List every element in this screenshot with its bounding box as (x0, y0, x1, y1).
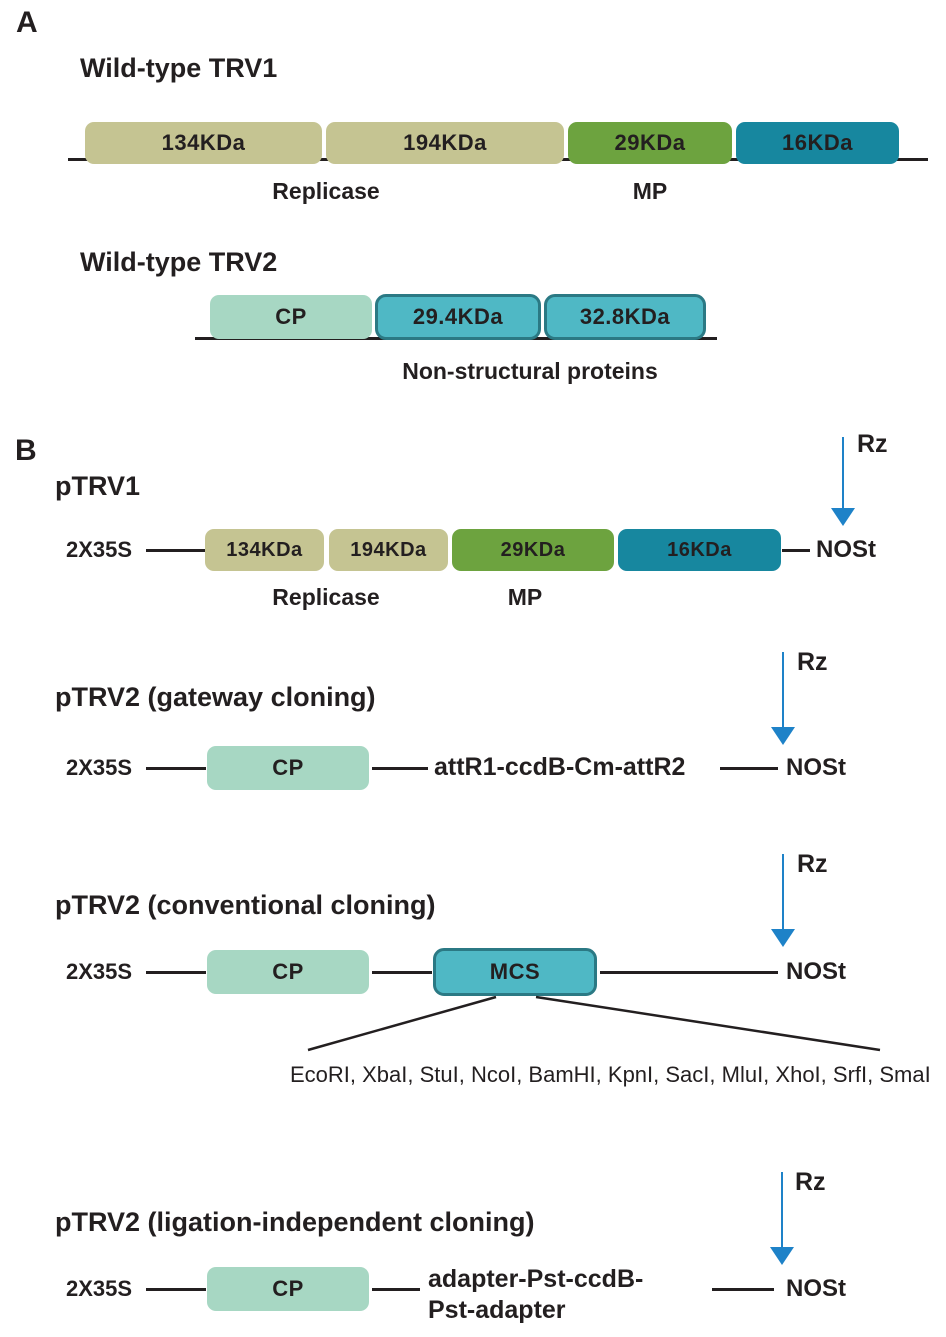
segment-label: 134KDa (226, 538, 303, 561)
segment-label: 194KDa (403, 130, 487, 155)
conventional-2x35s-label: 2X35S (66, 959, 133, 984)
trv1-replicase-label: Replicase (272, 178, 380, 204)
conventional-segment-cp: CP (207, 950, 369, 994)
ptrv1-segment-16kda: 16KDa (618, 529, 781, 571)
panel-a-label: A (16, 6, 38, 39)
trv2-nonstructural-label: Non-structural proteins (402, 358, 658, 384)
gateway-rz-arrowhead-icon (771, 727, 795, 745)
ptrv2-conventional-title: pTRV2 (conventional cloning) (55, 890, 436, 920)
lic-rz-arrow-line (781, 1172, 783, 1248)
conventional-line-mid (372, 971, 432, 974)
ptrv1-nost-label: NOSt (816, 536, 876, 563)
conventional-segment-mcs: MCS (433, 948, 597, 996)
segment-label: 32.8KDa (579, 304, 671, 329)
lic-insert-label: adapter-Pst-ccdB- Pst-adapter (428, 1264, 643, 1326)
lic-line-right (712, 1288, 774, 1291)
ptrv1-title: pTRV1 (55, 471, 141, 501)
panel-b-label: B (15, 434, 37, 467)
segment-label: CP (272, 959, 304, 984)
segment-label: 134KDa (161, 130, 246, 155)
lic-segment-cp: CP (207, 1267, 369, 1311)
lic-rz-arrowhead-icon (770, 1247, 794, 1265)
ptrv1-rz-arrowhead-icon (831, 508, 855, 526)
conventional-nost-label: NOSt (786, 958, 846, 985)
gateway-rz-label: Rz (797, 648, 828, 676)
lic-2x35s-label: 2X35S (66, 1276, 133, 1301)
lic-line-left (146, 1288, 206, 1291)
wild-type-trv1-title: Wild-type TRV1 (80, 53, 278, 83)
segment-label: 29.4KDa (412, 304, 504, 329)
gateway-rz-arrow-line (782, 652, 784, 728)
trv1-mp-label: MP (632, 178, 668, 204)
segment-label: 194KDa (350, 538, 427, 561)
restriction-sites-list: EcoRI, XbaI, StuI, NcoI, BamHI, KpnI, Sa… (290, 1062, 931, 1087)
ptrv1-line-right (782, 549, 810, 552)
mcs-expansion-lines (307, 995, 881, 1052)
ptrv2-gateway-title: pTRV2 (gateway cloning) (55, 682, 376, 712)
lic-nost-label: NOSt (786, 1275, 846, 1302)
gateway-segment-cp: CP (207, 746, 369, 790)
conventional-rz-arrow-line (782, 854, 784, 930)
segment-label: 29KDa (500, 538, 566, 561)
ptrv1-segment-134kda: 134KDa (205, 529, 324, 571)
trv2-segment-cp: CP (210, 295, 372, 339)
trv2-segment-29-4kda: 29.4KDa (375, 294, 541, 340)
segment-label: 16KDa (667, 538, 732, 561)
lic-line-mid (372, 1288, 420, 1291)
trv1-segment-194kda: 194KDa (326, 122, 564, 164)
ptrv1-mp-label: MP (507, 584, 543, 610)
lic-rz-label: Rz (795, 1168, 826, 1196)
trv2-segment-32-8kda: 32.8KDa (544, 294, 706, 340)
gateway-line-left (146, 767, 206, 770)
segment-label: CP (275, 304, 307, 329)
segment-label: CP (272, 1276, 304, 1301)
conventional-rz-label: Rz (797, 850, 828, 878)
gateway-line-mid (372, 767, 428, 770)
wild-type-trv2-title: Wild-type TRV2 (80, 247, 278, 277)
ptrv1-replicase-label: Replicase (272, 584, 380, 610)
gateway-insert-label: attR1-ccdB-Cm-attR2 (434, 753, 686, 781)
ptrv1-2x35s-label: 2X35S (66, 537, 133, 562)
segment-label: MCS (489, 959, 541, 984)
gateway-line-right (720, 767, 778, 770)
segment-label: 29KDa (614, 130, 686, 155)
trv1-segment-134kda: 134KDa (85, 122, 322, 164)
gateway-2x35s-label: 2X35S (66, 755, 133, 780)
ptrv1-line-left (146, 549, 206, 552)
ptrv1-rz-arrow-line (842, 437, 844, 509)
conventional-line-right (600, 971, 778, 974)
gateway-nost-label: NOSt (786, 754, 846, 781)
ptrv1-segment-29kda: 29KDa (452, 529, 614, 571)
conventional-rz-arrowhead-icon (771, 929, 795, 947)
ptrv1-rz-label: Rz (857, 430, 888, 458)
lic-insert-line2: Pst-adapter (428, 1296, 566, 1324)
segment-label: 16KDa (782, 130, 853, 155)
trv1-segment-16kda: 16KDa (736, 122, 899, 164)
lic-insert-line1: adapter-Pst-ccdB- (428, 1265, 644, 1293)
ptrv2-lic-title: pTRV2 (ligation-independent cloning) (55, 1207, 535, 1237)
segment-label: CP (272, 755, 304, 780)
trv1-segment-29kda: 29KDa (568, 122, 732, 164)
ptrv1-segment-194kda: 194KDa (329, 529, 448, 571)
conventional-line-left (146, 971, 206, 974)
